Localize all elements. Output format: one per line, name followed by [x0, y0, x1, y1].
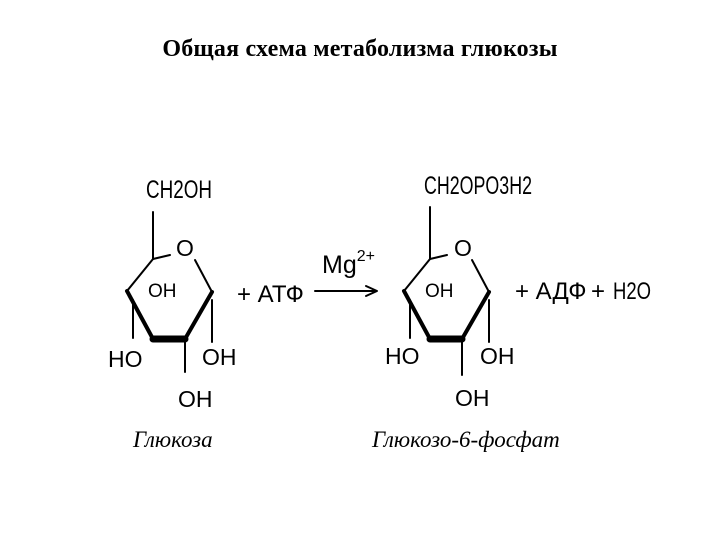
- catalyst-charge: 2+: [357, 248, 375, 265]
- water-plus: +: [591, 278, 605, 305]
- water-label: H2O: [613, 278, 651, 305]
- g6p-oh-c1: OH: [455, 385, 490, 411]
- glucose-ring: [125, 211, 214, 373]
- glucose-ho-c3: HO: [108, 346, 143, 372]
- diagram-title: Общая схема метаболизма глюкозы: [162, 36, 558, 62]
- adp-label: + АДФ: [515, 278, 586, 305]
- g6p-caption: Глюкозо-6-фосфат: [371, 427, 560, 452]
- catalyst-symbol: Mg: [322, 251, 357, 279]
- reaction-arrow: [314, 285, 378, 297]
- atp-label: + АТФ: [237, 281, 304, 308]
- glucose-caption: Глюкоза: [132, 427, 213, 452]
- g6p-oh-c2: OH: [480, 343, 515, 369]
- glucose-6-phosphate-ring: [402, 206, 491, 376]
- catalyst-label: Mg2+: [322, 248, 375, 279]
- g6p-oh-c4: OH: [425, 281, 454, 302]
- glucose-oh-c4: OH: [148, 281, 177, 302]
- glucose-c6-label: CH2OH: [146, 176, 212, 204]
- g6p-c6-label: CH2OPO3H2: [424, 172, 532, 200]
- g6p-ring-oxygen: O: [454, 235, 472, 261]
- glucose-oh-c1: OH: [178, 386, 213, 412]
- glucose-oh-c2: OH: [202, 344, 237, 370]
- g6p-ho-c3: HO: [385, 343, 420, 369]
- glucose-ring-oxygen: O: [176, 235, 194, 261]
